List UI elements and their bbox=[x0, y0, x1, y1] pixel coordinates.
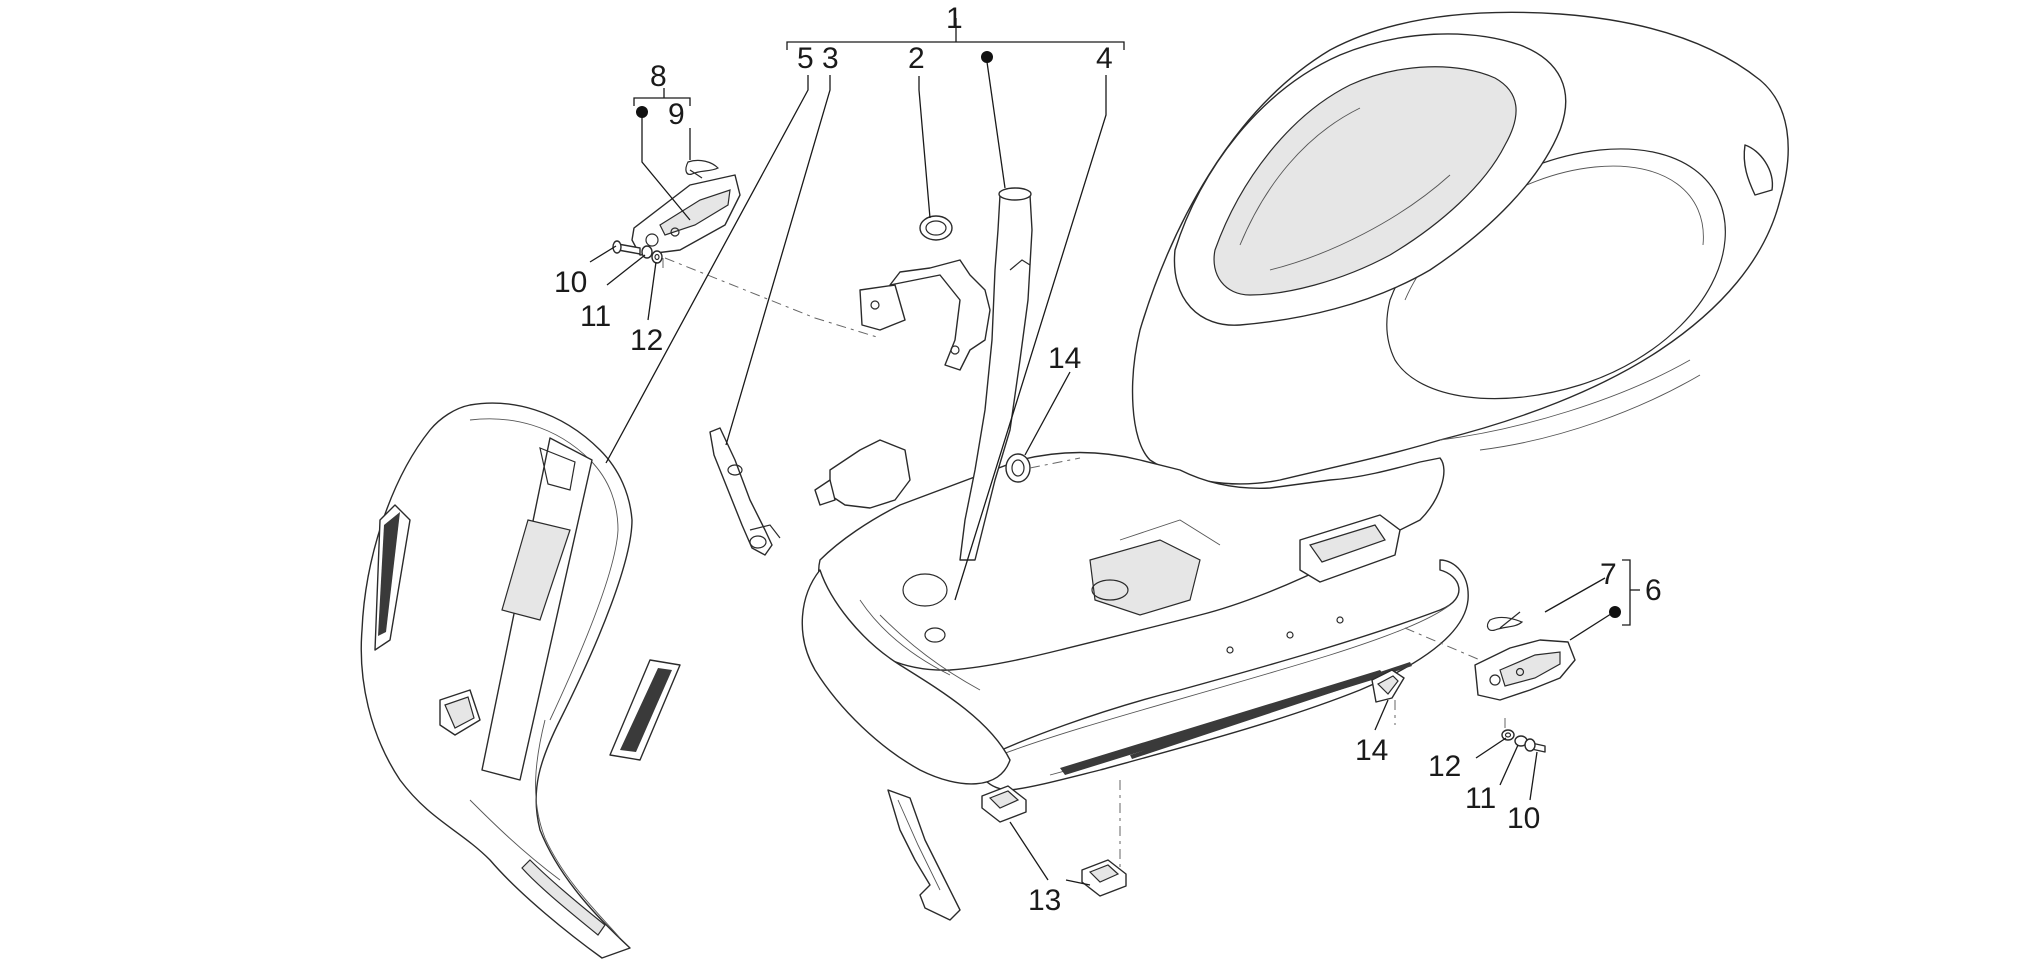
callout-3: 3 bbox=[822, 42, 839, 75]
callout-12-right: 12 bbox=[1428, 750, 1461, 783]
callout-12-left: 12 bbox=[630, 324, 663, 357]
callout-7: 7 bbox=[1600, 558, 1617, 591]
callout-5: 5 bbox=[797, 42, 814, 75]
assembly-dot-marker bbox=[981, 51, 993, 63]
scooter-body-frame bbox=[801, 11, 1789, 791]
part-10-screw-left bbox=[612, 240, 641, 255]
part-10-screw-right bbox=[1524, 738, 1546, 753]
callout-11-left: 11 bbox=[580, 300, 611, 333]
part-9-spring bbox=[685, 159, 720, 179]
part-12-washer-left bbox=[651, 250, 663, 264]
callout-14-top: 14 bbox=[1048, 342, 1081, 375]
part-12-washer-right bbox=[1501, 729, 1515, 741]
callout-8: 8 bbox=[650, 60, 667, 93]
assembly-dot-marker bbox=[636, 106, 648, 118]
callout-11-right: 11 bbox=[1465, 782, 1496, 815]
part-3-bracket bbox=[709, 427, 781, 556]
part-13-pad-lower bbox=[1081, 859, 1127, 897]
callout-10-right: 10 bbox=[1507, 802, 1540, 835]
callout-13: 13 bbox=[1028, 884, 1061, 917]
callout-6: 6 bbox=[1645, 574, 1662, 607]
callout-10-left: 10 bbox=[554, 266, 587, 299]
part-7-spring bbox=[1486, 611, 1524, 631]
lower-front-cover-part bbox=[887, 789, 961, 921]
front-leg-shield bbox=[360, 402, 681, 959]
assembly-dot-marker bbox=[1609, 606, 1621, 618]
callout-14-bottom: 14 bbox=[1355, 734, 1388, 767]
part-14-clip-bottom bbox=[1371, 669, 1405, 703]
part-6-hook-assembly bbox=[1474, 639, 1576, 701]
callout-2: 2 bbox=[908, 42, 925, 75]
part-14-grommet-top bbox=[1005, 453, 1031, 483]
callout-4: 4 bbox=[1096, 42, 1113, 75]
part-13-pad-upper bbox=[981, 785, 1027, 823]
callout-9: 9 bbox=[668, 98, 685, 131]
callout-1: 1 bbox=[946, 2, 963, 35]
leader-lines bbox=[589, 18, 1640, 886]
part-2-ring bbox=[919, 215, 953, 241]
assembly-guide-lines bbox=[662, 257, 1506, 868]
callout-labels: 1 5 3 2 4 8 9 10 11 12 14 7 6 14 12 11 1… bbox=[554, 2, 1662, 917]
